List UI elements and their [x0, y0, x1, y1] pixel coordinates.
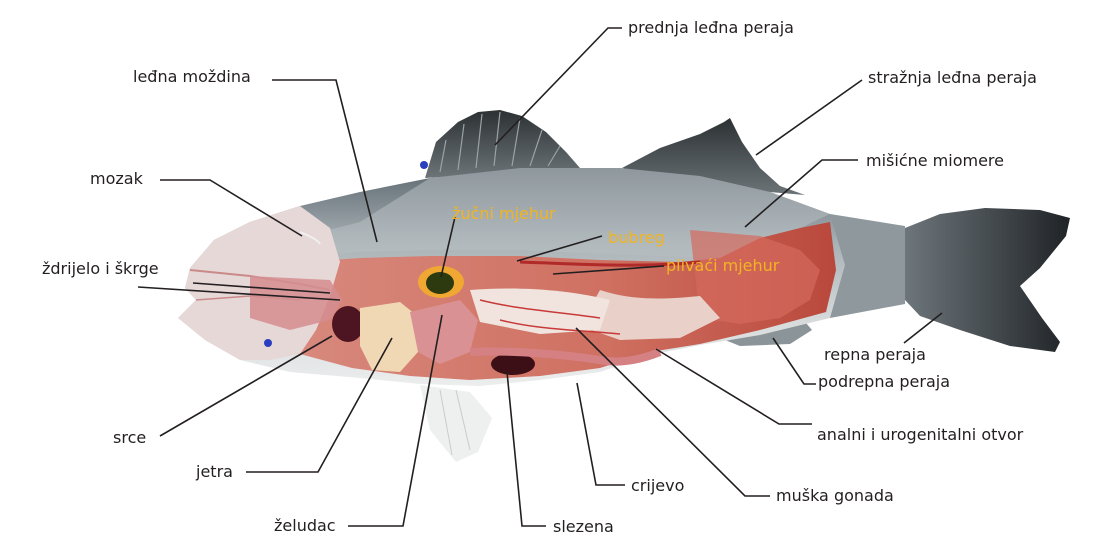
- label-misicne-miomere: mišićne miomere: [866, 151, 1004, 171]
- label-prednja-ledna-peraja: prednja leđna peraja: [628, 18, 794, 38]
- anterior-dorsal-fin: [425, 110, 580, 178]
- pelvic-fin: [420, 385, 492, 462]
- label-repna-peraja: repna peraja: [824, 345, 926, 365]
- marker-dot-head: [264, 339, 272, 347]
- label-jetra: jetra: [196, 462, 233, 482]
- leader-podrepna-peraja: [773, 338, 816, 384]
- label-zeludac: želudac: [274, 516, 336, 536]
- leader-slezena: [507, 372, 546, 526]
- label-straznja-ledna-peraja: stražnja leđna peraja: [868, 68, 1037, 88]
- label-zdrijelo-i-skrge: ždrijelo i škrge: [42, 259, 159, 279]
- tail-fin: [905, 208, 1070, 352]
- label-podrepna-peraja: podrepna peraja: [818, 372, 950, 392]
- leader-crijevo: [577, 383, 625, 485]
- label-srce: srce: [113, 428, 146, 448]
- label-crijevo: crijevo: [631, 476, 684, 496]
- label-muska-gonada: muška gonada: [776, 486, 894, 506]
- label-analni-i-urogenitalni-otvor: analni i urogenitalni otvor: [817, 425, 1023, 445]
- label-mozak: mozak: [90, 169, 143, 189]
- label-slezena: slezena: [553, 517, 614, 537]
- label-bubreg: bubreg: [608, 228, 665, 248]
- leader-repna-peraja: [904, 313, 942, 343]
- heart: [332, 306, 364, 342]
- marker-dot-dorsal: [420, 161, 428, 169]
- label-zucni-mjehur: žučni mjehur: [452, 204, 556, 224]
- label-plivaci-mjehur: plivaći mjehur: [666, 256, 779, 276]
- label-ledna-mozdina: leđna moždina: [133, 67, 251, 87]
- leader-straznja-ledna-peraja: [756, 80, 862, 155]
